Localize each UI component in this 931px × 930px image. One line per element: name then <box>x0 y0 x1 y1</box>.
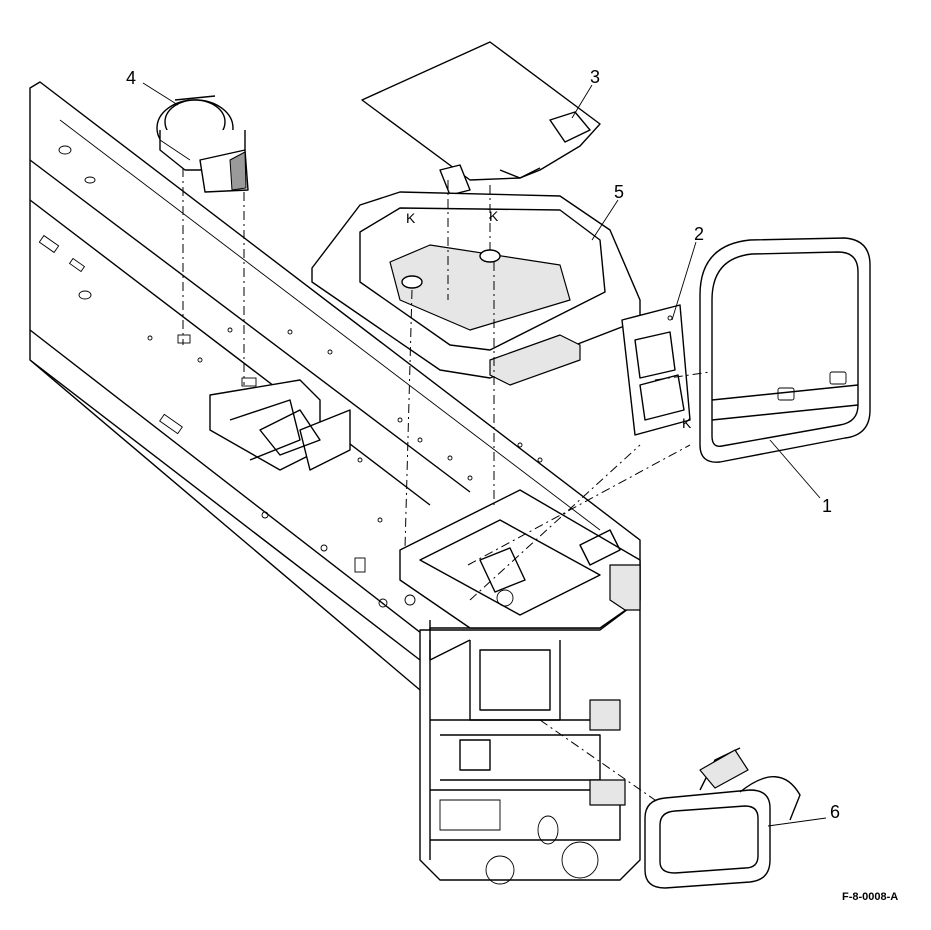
main-frame-chassis <box>29 81 641 885</box>
k-marker: K <box>682 415 692 431</box>
part-4-round-module <box>156 95 249 193</box>
callout-3: 3 <box>590 67 600 87</box>
part-1-control-panel <box>699 237 871 463</box>
part-6-card-reader <box>644 747 801 889</box>
callout-6: 6 <box>830 802 840 822</box>
part-3-cover-plate <box>361 41 601 196</box>
part-5-bezel-tray <box>311 191 641 386</box>
callout-2: 2 <box>694 224 704 244</box>
part-2-bracket-plate <box>621 304 691 436</box>
leader-lines <box>142 82 827 827</box>
callout-5: 5 <box>614 182 624 202</box>
figure-id: F-8-0008-A <box>842 891 898 903</box>
k-marker: K <box>406 210 416 226</box>
callout-4: 4 <box>126 68 136 88</box>
callout-1: 1 <box>822 496 832 516</box>
k-marker: K <box>489 208 499 224</box>
assembly-guide-lines <box>182 168 711 801</box>
